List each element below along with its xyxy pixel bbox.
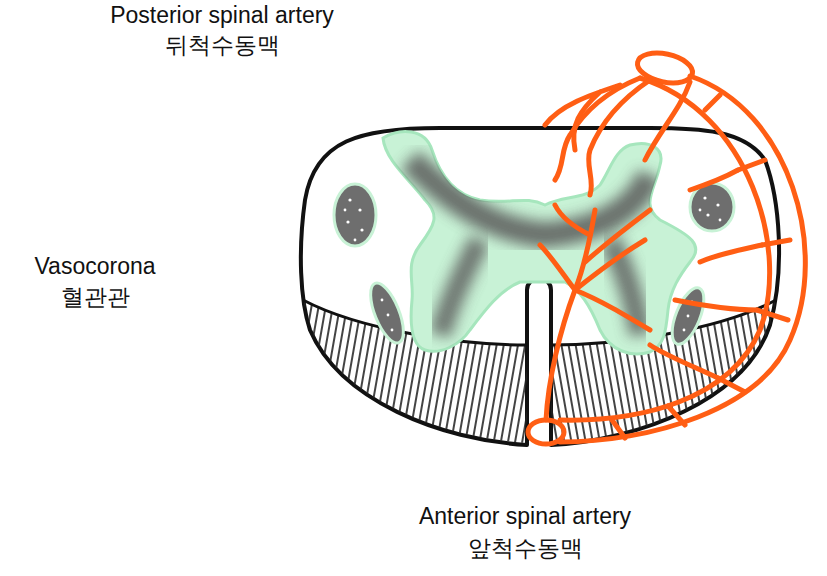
tract-oval bbox=[364, 279, 410, 347]
part-label: 혈관관 bbox=[61, 284, 130, 312]
vessel-rungs bbox=[612, 95, 790, 438]
part-label: 뒤척수동맥 bbox=[165, 32, 280, 60]
part-label: Posterior spinal artery bbox=[110, 2, 334, 30]
artery-network bbox=[528, 48, 805, 444]
tract-group bbox=[334, 183, 734, 348]
part-label: Vasocorona bbox=[34, 253, 155, 281]
part-label: Anterior spinal artery bbox=[419, 503, 631, 531]
penetrating-branch bbox=[545, 85, 620, 150]
central-branch bbox=[575, 290, 650, 330]
radial-branch bbox=[650, 170, 762, 378]
anterior-artery-loop bbox=[528, 420, 564, 444]
tract-dots bbox=[344, 196, 722, 331]
tract-oval bbox=[666, 284, 711, 349]
central-artery bbox=[546, 210, 595, 420]
vasocorona-vessel bbox=[560, 76, 805, 442]
gray-shading bbox=[440, 240, 480, 335]
gray-shading bbox=[410, 160, 650, 235]
tract-oval bbox=[334, 184, 376, 246]
central-branch bbox=[540, 205, 650, 290]
vasocorona-vessel bbox=[560, 78, 770, 420]
gray-matter bbox=[383, 132, 696, 354]
part-label: 앞척수동맥 bbox=[468, 535, 583, 563]
gray-matter-shading bbox=[410, 160, 650, 335]
cord-outline bbox=[301, 128, 779, 445]
penetrating-branch bbox=[645, 82, 690, 160]
